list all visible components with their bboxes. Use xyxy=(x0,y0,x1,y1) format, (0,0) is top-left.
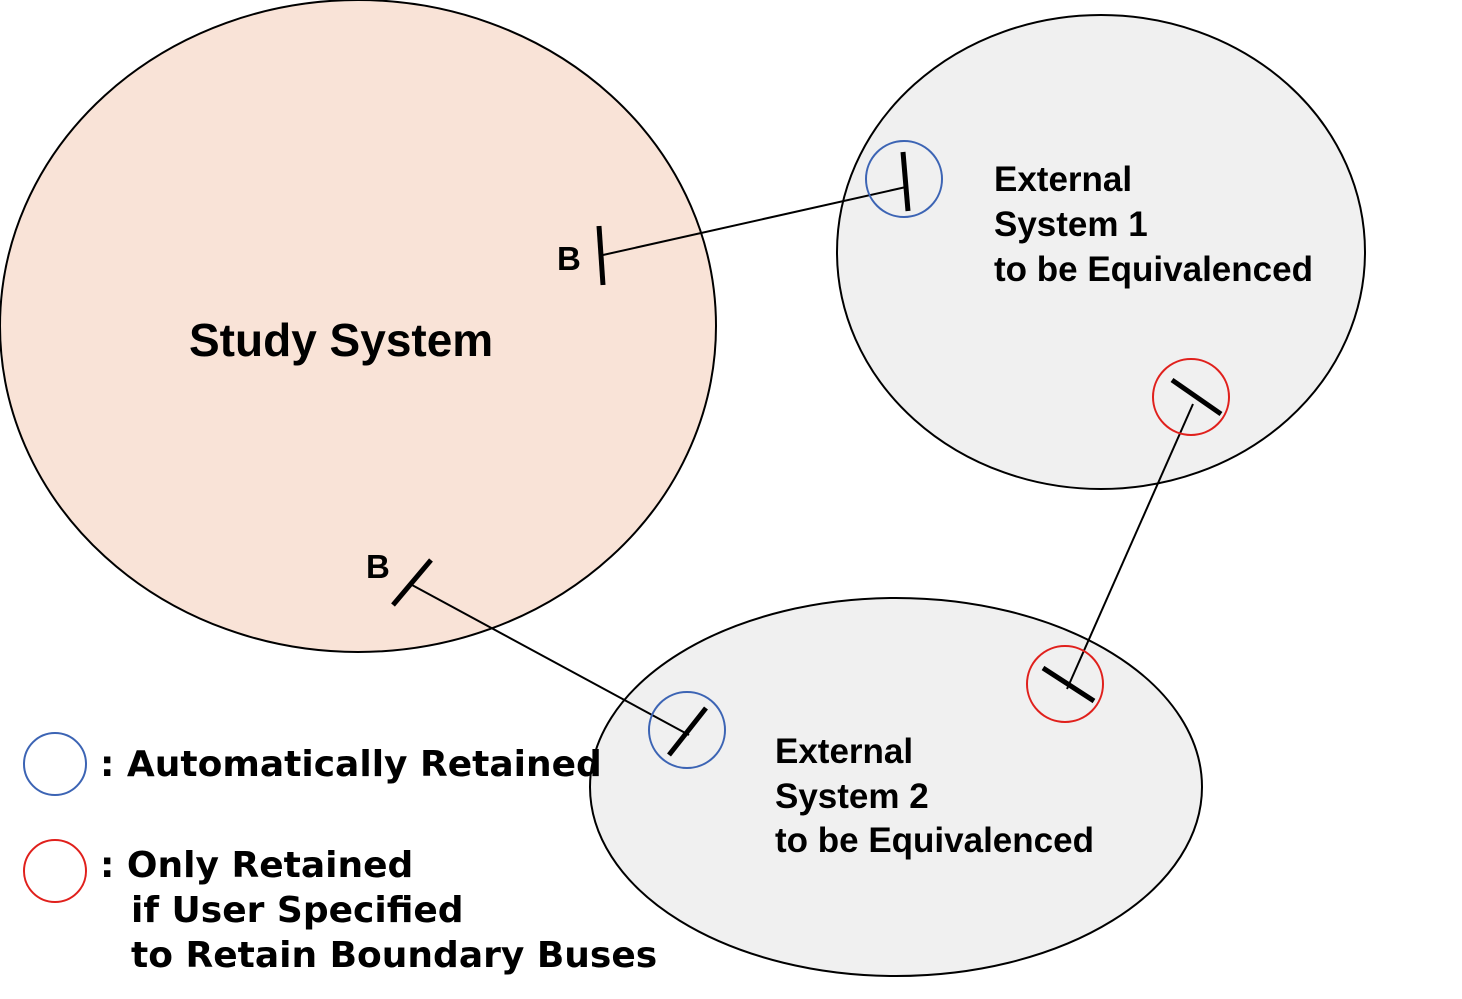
external-system-2-label: External System 2 to be Equivalenced xyxy=(775,732,1094,860)
legend-user-retained-line-3: to Retain Boundary Buses xyxy=(131,935,657,976)
auto-retained-marker-ext2 xyxy=(648,691,726,769)
ext1-bus-inner xyxy=(1170,377,1223,417)
tie-line-study-to-ext1 xyxy=(602,186,907,256)
ext1-label-line-3: to be Equivalenced xyxy=(994,250,1313,289)
ext2-bus-inner xyxy=(1041,665,1096,704)
study-system-label: Study System xyxy=(189,314,493,366)
ext2-label-line-2: System 2 xyxy=(775,777,929,816)
external-system-2-region xyxy=(589,597,1203,977)
study-bus-upper xyxy=(596,225,606,286)
tie-line-study-to-ext2 xyxy=(411,584,690,736)
legend-user-retained-line-1: : Only Retained xyxy=(100,845,413,886)
ext2-bus-tie xyxy=(667,706,708,757)
tie-line-ext1-to-ext2 xyxy=(1066,403,1194,690)
auto-retained-marker-ext1 xyxy=(865,140,943,218)
study-bus-label-upper: B xyxy=(557,240,581,277)
study-bus-lower xyxy=(391,558,433,607)
legend-auto-retained-swatch xyxy=(23,732,87,796)
ext2-label-line-1: External xyxy=(775,732,913,771)
legend: : Automatically Retained : Only Retained… xyxy=(23,732,657,976)
external-system-1-region xyxy=(836,14,1366,490)
ext1-label-line-1: External xyxy=(994,160,1132,199)
user-retained-marker-ext1 xyxy=(1152,358,1230,436)
ext1-bus-tie xyxy=(900,151,911,212)
legend-auto-retained-label: : Automatically Retained xyxy=(100,744,602,785)
study-system-region xyxy=(0,0,717,653)
ext1-label-line-2: System 1 xyxy=(994,205,1148,244)
user-retained-marker-ext2 xyxy=(1026,645,1104,723)
external-system-1-label: External System 1 to be Equivalenced xyxy=(994,160,1313,289)
legend-user-retained-line-2: if User Specified xyxy=(131,890,464,931)
legend-user-retained-swatch xyxy=(23,839,87,903)
study-bus-label-lower: B xyxy=(366,548,390,585)
ext2-label-line-3: to be Equivalenced xyxy=(775,821,1094,860)
